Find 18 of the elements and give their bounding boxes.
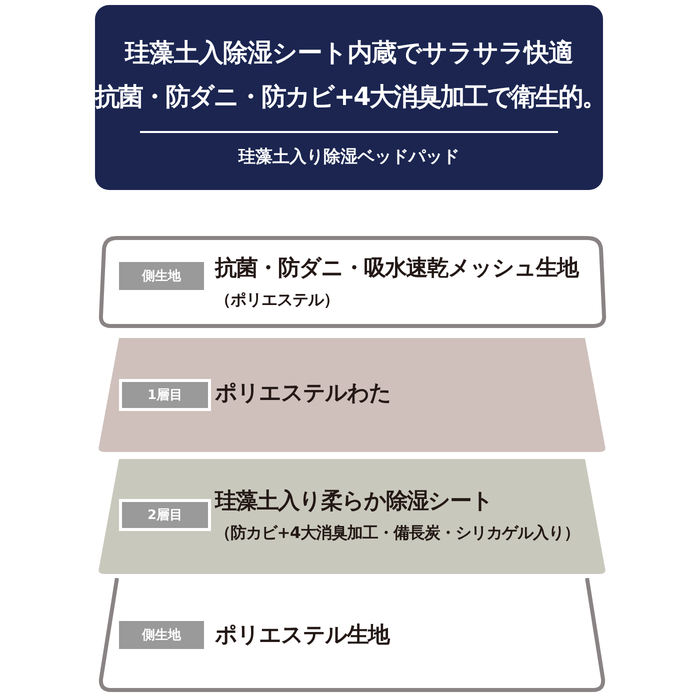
title-banner: [95, 5, 603, 190]
headline: 抗菌・防ダニ・防カビ+4大消臭加工で衛生的。: [95, 81, 603, 113]
headline: 珪藻土入除湿シート内蔵でサラサラ快適: [124, 37, 574, 69]
subtitle: 珪藻土入り除湿ベッドパッド: [237, 146, 460, 168]
fabric-layer: [97, 235, 607, 330]
layer-title: 抗菌・防ダニ・吸水速乾メッシュ生地: [215, 254, 580, 282]
layer-tag: 1層目: [119, 379, 211, 411]
layer-title: ポリエステル生地: [215, 622, 391, 650]
layer-title: 珪藻土入り柔らか除湿シート: [215, 488, 494, 516]
sheet-layer: [97, 457, 607, 574]
layer-tag: 側生地: [119, 262, 204, 290]
layer-tag: 側生地: [119, 621, 204, 649]
layer-tag: 2層目: [119, 499, 211, 531]
fabric-layer: [97, 578, 607, 693]
layer-description: （ポリエステル）: [215, 288, 340, 310]
layer-title: ポリエステルわた: [215, 380, 392, 408]
padding-layer: [97, 336, 607, 452]
layer-description: （防カビ+4大消臭加工・備長炭・シリカゲル入り）: [215, 522, 581, 544]
